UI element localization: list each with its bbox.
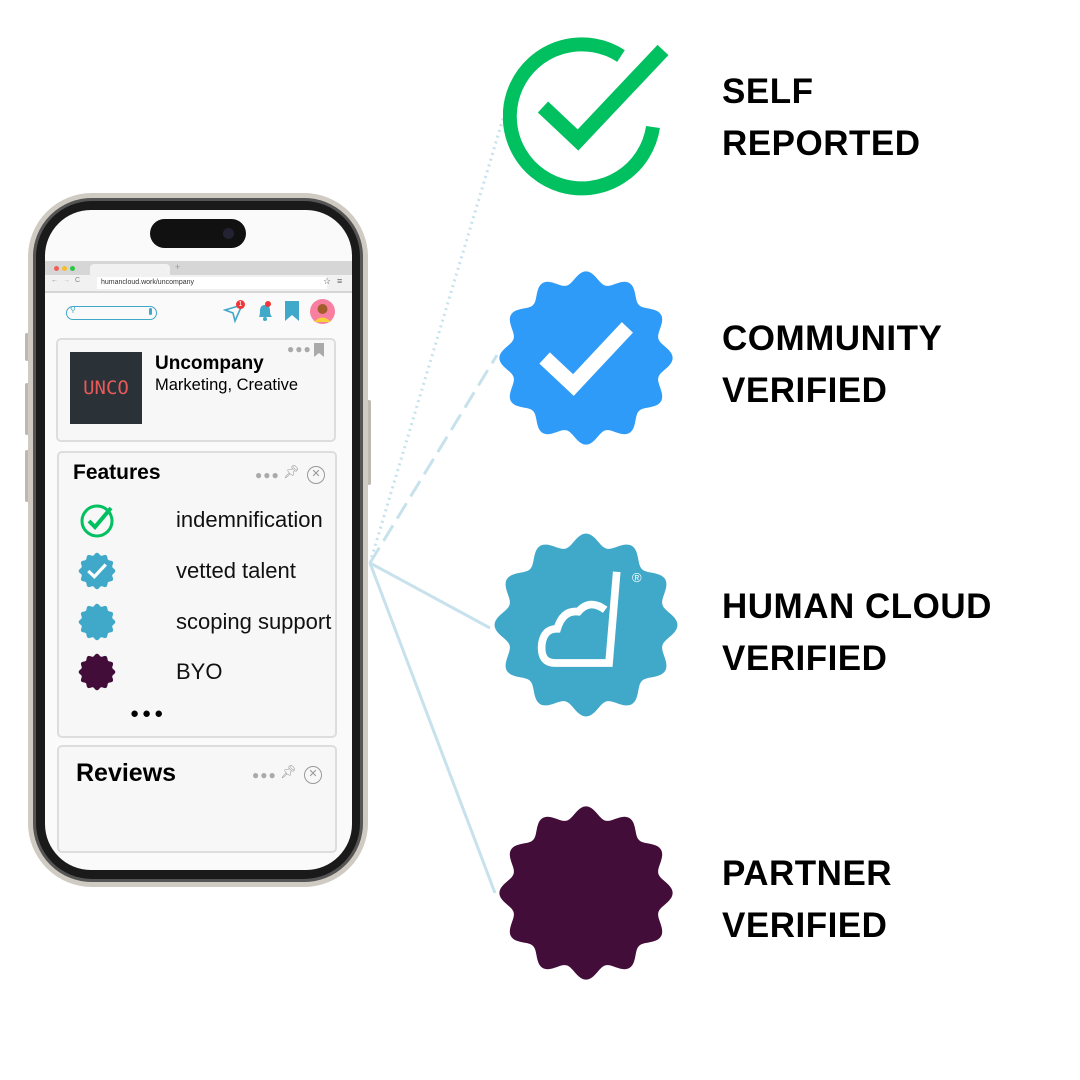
reviews-card: Reviews ●●● 📌︎ ✕ — [57, 745, 337, 853]
messages-badge: 1 — [236, 300, 245, 309]
badge-shape — [78, 603, 116, 641]
human-cloud-verified-badge — [494, 533, 678, 717]
phone-power-button — [367, 400, 371, 485]
new-tab-button[interactable]: + — [175, 262, 181, 272]
phone-silent-switch — [25, 333, 29, 361]
self-reported-badge — [503, 37, 669, 196]
more-features-button[interactable]: ●●● — [130, 705, 167, 722]
label-community-verified: COMMUNITY VERIFIED — [722, 313, 942, 417]
check-icon — [87, 563, 107, 579]
menu-icon[interactable]: ≡ — [337, 276, 343, 286]
forward-icon[interactable]: → — [63, 277, 70, 284]
reload-icon[interactable]: C — [75, 277, 81, 284]
self-reported-badge-icon — [80, 504, 114, 538]
bookmark-icon[interactable] — [314, 343, 324, 357]
dynamic-island — [150, 219, 246, 248]
features-title: Features — [73, 461, 161, 484]
microphone-icon[interactable] — [149, 308, 152, 315]
phone-volume-up — [25, 383, 29, 435]
features-card: Features ●●● 📌︎ ✕ — [57, 451, 337, 738]
label-self-reported: SELF REPORTED — [722, 66, 920, 170]
label-line: HUMAN CLOUD — [722, 587, 992, 626]
minimize-window-dot[interactable] — [62, 266, 67, 271]
more-options-icon[interactable]: ●●● — [255, 468, 280, 482]
notifications-badge: 1 — [265, 301, 271, 307]
notification-bell-icon[interactable] — [255, 302, 275, 322]
star-icon[interactable]: ☆ — [323, 276, 332, 286]
company-name[interactable]: Uncompany — [155, 353, 264, 374]
pin-icon[interactable]: 📌︎ — [280, 764, 297, 779]
feature-scoping-support[interactable]: scoping support — [176, 609, 332, 634]
partner-verified-badge-icon — [78, 653, 116, 691]
connector-humancloud — [369, 561, 491, 630]
company-logo: UNCO — [70, 352, 142, 424]
back-icon[interactable]: ← — [51, 277, 58, 284]
company-categories: Marketing, Creative — [155, 376, 299, 394]
label-line: VERIFIED — [722, 639, 888, 678]
community-verified-badge-icon — [78, 552, 116, 590]
label-line: COMMUNITY — [722, 319, 943, 358]
company-card: UNCO Uncompany Marketing, Creative ●●● — [56, 338, 336, 442]
feature-indemnification[interactable]: indemnification — [176, 507, 323, 532]
label-line: PARTNER — [722, 854, 893, 893]
close-window-dot[interactable] — [54, 266, 59, 271]
registered-mark: ® — [632, 570, 642, 585]
label-line: VERIFIED — [722, 371, 888, 410]
feature-vetted-talent[interactable]: vetted talent — [176, 558, 296, 583]
pin-icon[interactable]: 📌︎ — [283, 464, 300, 479]
badge-shape — [494, 533, 678, 717]
label-line: REPORTED — [722, 124, 921, 163]
badge-shape — [78, 552, 116, 590]
more-options-icon[interactable]: ●●● — [287, 342, 312, 356]
check-icon — [539, 322, 633, 396]
human-cloud-logo-icon — [537, 571, 621, 667]
bookmark-icon[interactable] — [285, 301, 299, 321]
connector-partner — [368, 562, 497, 894]
user-avatar[interactable] — [310, 299, 335, 324]
search-icon: ⚲ — [70, 305, 76, 314]
reviews-title: Reviews — [76, 759, 177, 787]
maximize-window-dot[interactable] — [70, 266, 75, 271]
badge-shape — [499, 271, 673, 445]
human-cloud-verified-badge-icon — [78, 603, 116, 641]
label-line: VERIFIED — [722, 906, 888, 945]
phone-volume-down — [25, 450, 29, 502]
community-verified-badge — [499, 271, 673, 445]
label-human-cloud-verified: HUMAN CLOUD VERIFIED — [722, 581, 992, 685]
label-partner-verified: PARTNER VERIFIED — [722, 848, 892, 952]
address-bar-row: ← → C humancloud.work/uncompany ☆ ≡ — [45, 275, 352, 291]
close-icon[interactable]: ✕ — [304, 766, 322, 784]
browser-chrome: + ← → C humancloud.work/uncompany ☆ ≡ — [45, 261, 352, 293]
more-options-icon[interactable]: ●●● — [252, 768, 277, 782]
badge-shape — [78, 653, 116, 691]
label-line: SELF — [722, 72, 814, 111]
badge-shape — [499, 806, 673, 980]
feature-byo[interactable]: BYO — [176, 659, 223, 684]
search-input[interactable]: ⚲ — [66, 305, 157, 320]
phone-screen: + ← → C humancloud.work/uncompany ☆ ≡ ⚲ … — [45, 210, 352, 870]
connector-community — [368, 354, 499, 564]
close-icon[interactable]: ✕ — [307, 466, 325, 484]
connector-self — [368, 111, 507, 564]
partner-verified-badge — [499, 806, 673, 980]
browser-tab[interactable] — [90, 264, 170, 275]
url-field[interactable]: humancloud.work/uncompany — [97, 277, 327, 289]
